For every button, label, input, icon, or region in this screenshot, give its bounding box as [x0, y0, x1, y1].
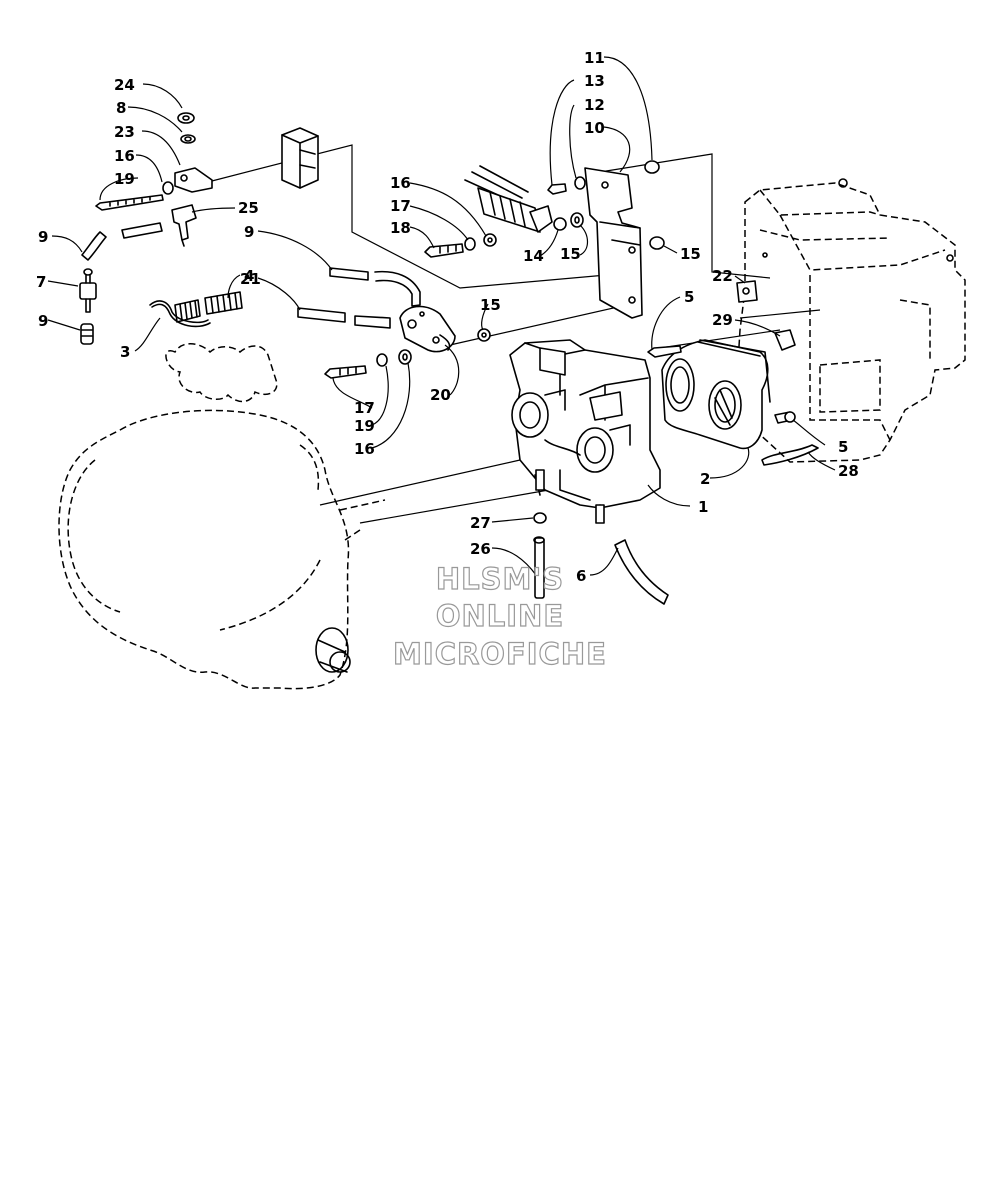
hose-9-lower-left — [80, 323, 94, 345]
washer-17-upper — [464, 237, 476, 251]
washer-16-upper — [483, 233, 497, 247]
callout-9: 9 — [38, 228, 48, 246]
bolt-18 — [424, 243, 464, 258]
callout-15: 15 — [680, 245, 701, 263]
callout-9: 9 — [38, 312, 48, 330]
cable-assembly — [464, 165, 553, 233]
callout-17: 17 — [390, 197, 411, 215]
nut-11 — [644, 160, 660, 174]
bracket-23 — [174, 167, 213, 193]
decal-22 — [736, 280, 758, 303]
callout-29: 29 — [712, 311, 733, 329]
callout-14: 14 — [523, 247, 544, 265]
callout-18: 18 — [390, 219, 411, 237]
callout-12: 12 — [584, 96, 605, 114]
bolt-19-top — [95, 194, 164, 211]
bolt-19-lower — [324, 365, 367, 379]
callout-28: 28 — [838, 462, 859, 480]
callout-15: 15 — [480, 296, 501, 314]
callout-19: 19 — [354, 417, 375, 435]
callout-16: 16 — [354, 440, 375, 458]
callout-22: 22 — [712, 267, 733, 285]
watermark: HLSM'S ONLINE MICROFICHE — [392, 561, 607, 671]
callout-15: 15 — [560, 245, 581, 263]
carburetors-1 — [509, 339, 661, 524]
clip-29 — [774, 329, 796, 351]
oring-27 — [533, 512, 547, 524]
callout-labels: 24 8 23 16 19 25 9 7 9 4 3 9 21 17 19 16… — [36, 49, 859, 585]
hose-9-middle — [329, 267, 421, 307]
engine-outline — [58, 343, 386, 690]
washer-15-mid — [477, 328, 491, 342]
washer-16-lower — [398, 349, 412, 365]
airbox — [734, 178, 966, 463]
strap-28 — [761, 444, 819, 466]
hose-9-top-left — [81, 231, 107, 261]
callout-6: 6 — [576, 567, 586, 585]
callout-19: 19 — [114, 170, 135, 188]
washer-17-lower — [376, 353, 388, 367]
nut-24 — [177, 112, 195, 124]
callout-11: 11 — [584, 49, 605, 67]
callout-10: 10 — [584, 119, 605, 137]
washer-12 — [574, 176, 586, 190]
callout-13: 13 — [584, 72, 605, 90]
watermark-line-1: HLSM'S — [436, 562, 564, 596]
callout-1: 1 — [698, 498, 708, 516]
leader-lines — [47, 56, 836, 576]
screw-5-upper — [647, 345, 682, 358]
clip-3 — [149, 300, 211, 328]
fuel-pump-20 — [399, 305, 456, 353]
springs-4 — [174, 291, 243, 323]
callout-5: 5 — [838, 438, 848, 456]
watermark-line-3: MICROFICHE — [393, 637, 607, 671]
callout-5: 5 — [684, 288, 694, 306]
bracket-10 — [584, 167, 643, 319]
nut-14 — [553, 217, 567, 231]
callout-16: 16 — [390, 174, 411, 192]
callout-24: 24 — [114, 76, 135, 94]
junction-block — [281, 127, 319, 189]
screw-13 — [547, 183, 567, 195]
callout-27: 27 — [470, 514, 491, 532]
washer-16-top — [162, 181, 174, 195]
callout-3: 3 — [120, 343, 130, 361]
fitting-25 — [171, 204, 197, 247]
callout-17: 17 — [354, 399, 375, 417]
washer-15-cable — [570, 212, 584, 228]
callout-16: 16 — [114, 147, 135, 165]
fuel-filter-7 — [79, 268, 97, 313]
tube-26 — [533, 536, 545, 599]
hose-short — [121, 222, 163, 239]
watermark-line-2: ONLINE — [436, 599, 564, 633]
callout-25: 25 — [238, 199, 259, 217]
screw-5-lower — [774, 411, 796, 424]
hose-6 — [614, 539, 669, 605]
washer-8 — [180, 134, 196, 144]
callout-20: 20 — [430, 386, 451, 404]
callout-26: 26 — [470, 540, 491, 558]
callout-21: 21 — [240, 270, 261, 288]
callout-8: 8 — [116, 99, 126, 117]
nut-15-right — [649, 236, 665, 250]
callout-2: 2 — [700, 470, 710, 488]
intake-boot-2 — [661, 339, 771, 450]
engine-output-shaft — [315, 627, 351, 673]
callout-9: 9 — [244, 223, 254, 241]
hose-21 — [297, 307, 391, 329]
callout-7: 7 — [36, 273, 46, 291]
callout-23: 23 — [114, 123, 135, 141]
callout-4: 4 — [244, 267, 254, 285]
